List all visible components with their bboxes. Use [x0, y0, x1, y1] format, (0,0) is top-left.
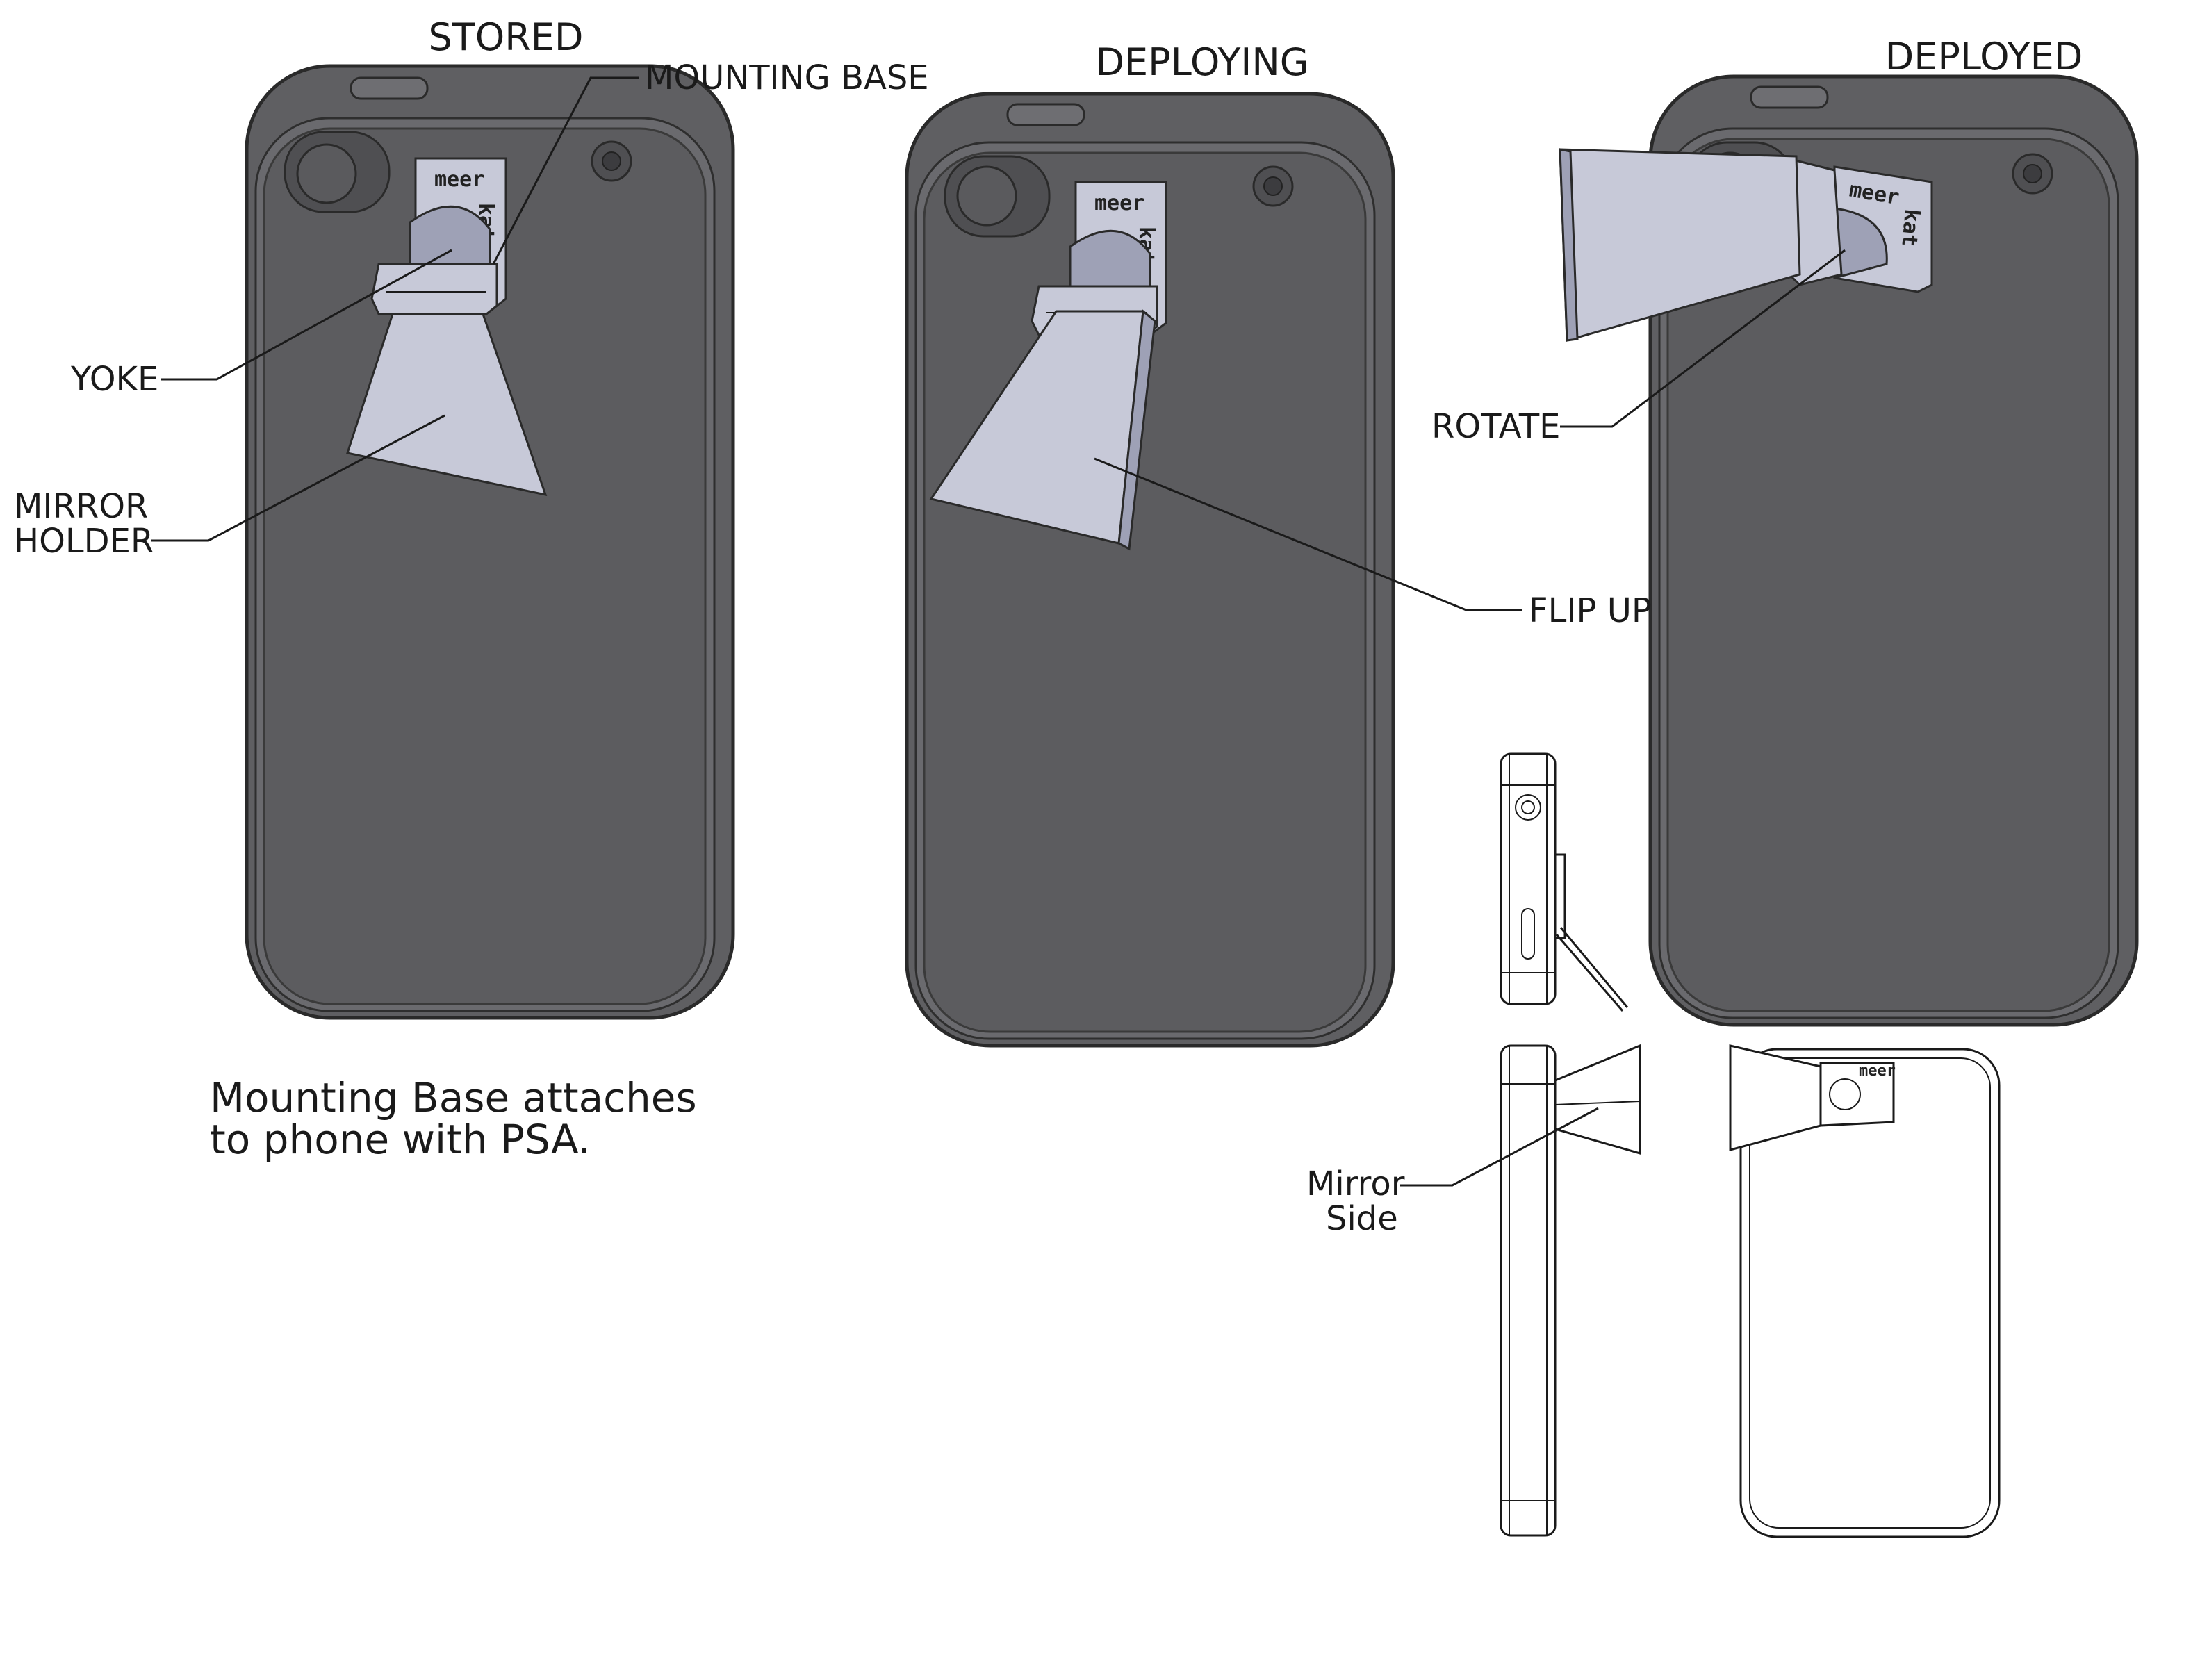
- logo-meer: meer: [1094, 191, 1144, 215]
- headphone-jack-icon: [1252, 165, 1294, 207]
- leader-flip-up: [1094, 457, 1522, 611]
- logo-meer: meer: [1859, 1062, 1896, 1080]
- title-deployed: DEPLOYED: [1885, 35, 2083, 79]
- top-button: [350, 76, 429, 100]
- phone-stored: meer kat: [245, 64, 735, 1020]
- headphone-jack-icon: [2012, 153, 2053, 195]
- leader-mirror-side: [1400, 1107, 1599, 1187]
- back-view-deployed: meer: [1729, 1044, 2001, 1538]
- leader-rotate: [1560, 249, 1846, 428]
- side-view-deploying: [1500, 752, 1629, 1012]
- camera-icon: [944, 155, 1051, 238]
- logo-meer: meer: [434, 167, 484, 192]
- headphone-jack-icon: [591, 140, 632, 182]
- top-button: [1750, 85, 1829, 109]
- note-line-1: Mounting Base attaches: [210, 1074, 697, 1121]
- callout-rotate: ROTATE: [1431, 407, 1560, 446]
- logo-kat: kat: [1896, 208, 1924, 247]
- callout-yoke: YOKE: [70, 360, 158, 399]
- callout-flip-up: FLIP UP: [1529, 591, 1652, 630]
- camera-icon: [284, 131, 391, 213]
- note-line-2: to phone with PSA.: [210, 1116, 591, 1163]
- callout-mirror-holder-2: HOLDER: [14, 522, 154, 561]
- leader-mounting-base: [492, 76, 639, 265]
- callout-mounting-base: MOUNTING BASE: [645, 58, 929, 97]
- mirror-holder-stored: [346, 313, 548, 497]
- leader-yoke: [161, 249, 452, 381]
- callout-mirror-side-2: Side: [1326, 1199, 1398, 1238]
- leader-mirror-holder: [151, 414, 445, 542]
- side-view-mirror: [1500, 1044, 1641, 1537]
- top-button: [1006, 103, 1085, 126]
- callout-mirror-holder-1: MIRROR: [14, 487, 148, 526]
- title-deploying: DEPLOYING: [1095, 40, 1308, 84]
- phone-deployed: meer kat: [1559, 74, 2139, 1027]
- phone-deploying: meer kat: [905, 92, 1395, 1048]
- title-stored: STORED: [429, 15, 584, 59]
- callout-mirror-side-1: Mirror: [1306, 1164, 1405, 1203]
